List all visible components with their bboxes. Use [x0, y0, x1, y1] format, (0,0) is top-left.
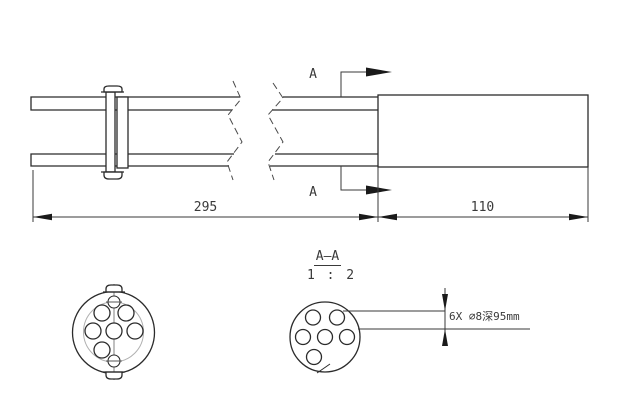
flange-bolt-cap-top: [105, 284, 123, 293]
flange-hole: [84, 322, 102, 340]
clamp-collar: [116, 96, 129, 169]
section-view-aa: [289, 265, 361, 374]
break-line-right: [267, 82, 284, 181]
section-outer-circle: [289, 301, 361, 373]
dim-arrow-110-right-icon: [569, 213, 588, 221]
dim-arrow-295-left-icon: [33, 213, 52, 221]
dimension-value-110: 110: [470, 200, 495, 215]
section-cut-marks: [340, 67, 392, 195]
main-view: [30, 80, 589, 181]
section-view-scale: 1 : 2: [307, 268, 357, 283]
clamp-bolt-head: [103, 85, 123, 93]
break-line-left: [226, 80, 243, 181]
callout-arrow-up-icon: [442, 329, 448, 346]
section-view-title: A—A: [315, 249, 340, 264]
dim-arrow-110-left-icon: [378, 213, 397, 221]
tube-lower-wall-right: [270, 153, 378, 167]
section-hole: [304, 309, 322, 326]
clamp-bolt-nut: [103, 171, 123, 180]
section-break-tick: [316, 363, 331, 374]
section-hole: [338, 328, 356, 346]
dimension-layer: [32, 167, 589, 222]
flange-hole: [105, 322, 123, 340]
flange-hole: [126, 322, 144, 340]
section-arrow-top-icon: [366, 67, 392, 77]
section-hole: [328, 309, 346, 326]
cylinder-body: [377, 94, 589, 168]
dim-arrow-295-right-icon: [359, 213, 378, 221]
clamp-bolt-shaft: [105, 91, 116, 173]
hole-callout-text: 6X ∅8深95mm: [449, 310, 520, 323]
flange-bolt-cap-bottom: [105, 371, 123, 380]
flange-end-view: [71, 284, 156, 380]
dimension-value-295: 295: [193, 200, 218, 215]
tube-upper-wall-right: [272, 96, 378, 111]
flange-hole: [93, 341, 111, 359]
flange-hole: [93, 304, 111, 322]
section-hole: [316, 328, 334, 346]
section-label-top: A: [309, 67, 317, 82]
flange-hole: [117, 304, 135, 322]
tube-upper-wall-left: [30, 96, 240, 111]
section-arrow-bottom-icon: [366, 185, 392, 195]
section-hole: [294, 328, 312, 346]
tube-lower-wall-left: [30, 153, 234, 167]
section-hole: [305, 348, 323, 366]
section-line-top: [340, 71, 368, 97]
section-label-bottom: A: [309, 185, 317, 200]
callout-arrow-down-icon: [442, 294, 448, 311]
section-line-bottom: [340, 166, 368, 191]
hole-callout: [343, 288, 530, 346]
